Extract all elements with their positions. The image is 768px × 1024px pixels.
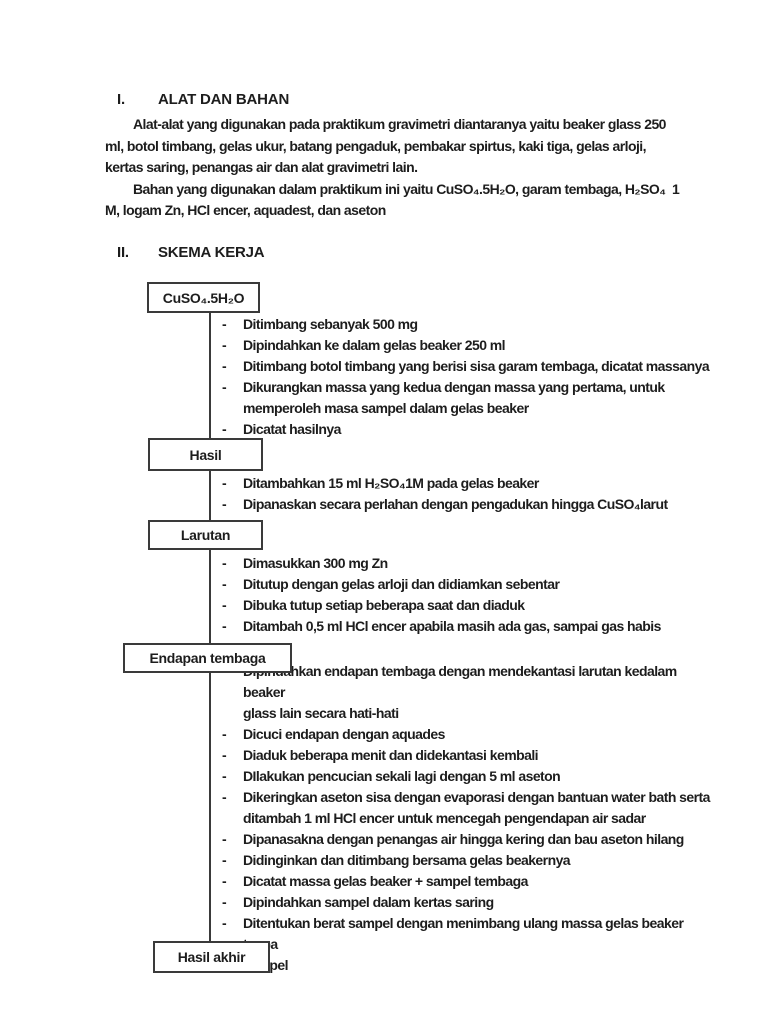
flowchart-box-hasil-akhir: Hasil akhir: [153, 941, 270, 973]
step-item: - Dipindahkan ke dalam gelas beaker 250 …: [215, 335, 715, 356]
step-text: Dipanaskan secara perlahan dengan pengad…: [243, 496, 668, 512]
step-item: - Ditambah 0,5 ml HCl encer apabila masi…: [215, 616, 715, 637]
step-list-cuso4: - Ditimbang sebanyak 500 mg - Dipindahka…: [215, 314, 715, 440]
flowchart-box-hasil: Hasil: [148, 438, 263, 471]
section-numeral: I.: [117, 91, 125, 108]
step-item: - Dibuka tutup setiap beberapa saat dan …: [215, 595, 715, 616]
step-item: - Dicatat hasilnya: [215, 419, 715, 440]
section-heading-skema-kerja: II. SKEMA KERJA: [117, 244, 265, 261]
step-text: Dipanasakna dengan penangas air hingga k…: [243, 831, 684, 847]
step-text: Dipindahkan sampel dalam kertas saring: [243, 894, 494, 910]
bullet-dash: -: [222, 747, 227, 763]
step-item: - Dipindahkan sampel dalam kertas saring: [215, 892, 715, 913]
flowchart-box-endapan-tembaga: Endapan tembaga: [123, 643, 292, 673]
bullet-dash: -: [222, 597, 227, 613]
bullet-dash: -: [222, 421, 227, 437]
step-text: Dicatat hasilnya: [243, 421, 341, 437]
flowchart-box-label: Endapan tembaga: [149, 650, 266, 666]
step-list-larutan: - Dimasukkan 300 mg Zn - Ditutup dengan …: [215, 553, 715, 637]
bullet-dash: -: [222, 768, 227, 784]
step-list-endapan-tembaga: - Dipindahkan endapan tembaga dengan men…: [215, 661, 715, 976]
step-text: DIlakukan pencucian sekali lagi dengan 5…: [243, 768, 561, 784]
step-item: - Dicatat massa gelas beaker + sampel te…: [215, 871, 715, 892]
bullet-dash: -: [222, 337, 227, 353]
bullet-dash: -: [222, 726, 227, 742]
step-item: - Ditambahkan 15 ml H₂SO₄1M pada gelas b…: [215, 473, 715, 494]
bullet-dash: -: [222, 618, 227, 634]
step-text: Ditambahkan 15 ml H₂SO₄1M pada gelas bea…: [243, 475, 539, 491]
bullet-dash: -: [222, 789, 227, 805]
step-item: - Dicuci endapan dengan aquades: [215, 724, 715, 745]
step-text: Dibuka tutup setiap beberapa saat dan di…: [243, 597, 525, 613]
step-text: Ditambah 0,5 ml HCl encer apabila masih …: [243, 618, 661, 634]
bullet-dash: -: [222, 576, 227, 592]
step-text: Didinginkan dan ditimbang bersama gelas …: [243, 852, 571, 868]
step-item: - Dimasukkan 300 mg Zn: [215, 553, 715, 574]
step-text: Dikeringkan aseton sisa dengan evaporasi…: [243, 789, 710, 826]
bullet-dash: -: [222, 496, 227, 512]
step-item: - Didinginkan dan ditimbang bersama gela…: [215, 850, 715, 871]
step-item: - Dikurangkan massa yang kedua dengan ma…: [215, 377, 715, 419]
step-item: - Ditutup dengan gelas arloji dan didiam…: [215, 574, 715, 595]
flowchart-box-label: CuSO₄.5H₂O: [162, 289, 245, 306]
step-text: Ditimbang botol timbang yang berisi sisa…: [243, 358, 710, 374]
bullet-dash: -: [222, 358, 227, 374]
step-text: Ditimbang sebanyak 500 mg: [243, 316, 418, 332]
step-text: Dicatat massa gelas beaker + sampel temb…: [243, 873, 528, 889]
step-text: Dimasukkan 300 mg Zn: [243, 555, 388, 571]
body-paragraphs: Alat-alat yang digunakan pada praktikum …: [105, 114, 705, 222]
section-title: ALAT DAN BAHAN: [158, 91, 290, 108]
flowchart-box-label: Larutan: [180, 527, 231, 543]
step-text: Ditutup dengan gelas arloji dan didiamka…: [243, 576, 560, 592]
step-item: - Diaduk beberapa menit dan didekantasi …: [215, 745, 715, 766]
bullet-dash: -: [222, 873, 227, 889]
section-title: SKEMA KERJA: [158, 244, 265, 261]
step-item: - Ditentukan berat sampel dengan menimba…: [215, 913, 715, 976]
step-list-hasil: - Ditambahkan 15 ml H₂SO₄1M pada gelas b…: [215, 473, 715, 515]
bullet-dash: -: [222, 915, 227, 931]
step-item: - Dipanasakna dengan penangas air hingga…: [215, 829, 715, 850]
bullet-dash: -: [222, 831, 227, 847]
step-item: - Dikeringkan aseton sisa dengan evapora…: [215, 787, 715, 829]
step-text: Ditentukan berat sampel dengan menimbang…: [243, 915, 684, 973]
step-text: Dipindahkan ke dalam gelas beaker 250 ml: [243, 337, 506, 353]
bullet-dash: -: [222, 379, 227, 395]
bullet-dash: -: [222, 316, 227, 332]
flowchart-box-larutan: Larutan: [148, 520, 263, 550]
step-text: Diaduk beberapa menit dan didekantasi ke…: [243, 747, 539, 763]
flowchart-box-label: Hasil: [189, 446, 222, 463]
paragraph-bahan: Bahan yang digunakan dalam praktikum ini…: [105, 180, 680, 219]
step-text: Dikurangkan massa yang kedua dengan mass…: [243, 379, 665, 416]
flowchart-box-cuso4: CuSO₄.5H₂O: [147, 282, 260, 313]
step-item: - Ditimbang botol timbang yang berisi si…: [215, 356, 715, 377]
flowchart-box-label: Hasil akhir: [177, 949, 246, 965]
step-item: - Dipanaskan secara perlahan dengan peng…: [215, 494, 715, 515]
step-item: - Ditimbang sebanyak 500 mg: [215, 314, 715, 335]
step-item: - DIlakukan pencucian sekali lagi dengan…: [215, 766, 715, 787]
step-item: - Dipindahkan endapan tembaga dengan men…: [215, 661, 715, 724]
step-text: Dipindahkan endapan tembaga dengan mende…: [243, 663, 677, 721]
flowchart-connector-line: [209, 313, 211, 941]
bullet-dash: -: [222, 475, 227, 491]
step-text: Dicuci endapan dengan aquades: [243, 726, 445, 742]
paragraph-alat: Alat-alat yang digunakan pada praktikum …: [105, 116, 666, 175]
section-numeral: II.: [117, 244, 129, 261]
bullet-dash: -: [222, 894, 227, 910]
section-heading-alat-dan-bahan: I. ALAT DAN BAHAN: [117, 91, 289, 108]
bullet-dash: -: [222, 852, 227, 868]
bullet-dash: -: [222, 555, 227, 571]
